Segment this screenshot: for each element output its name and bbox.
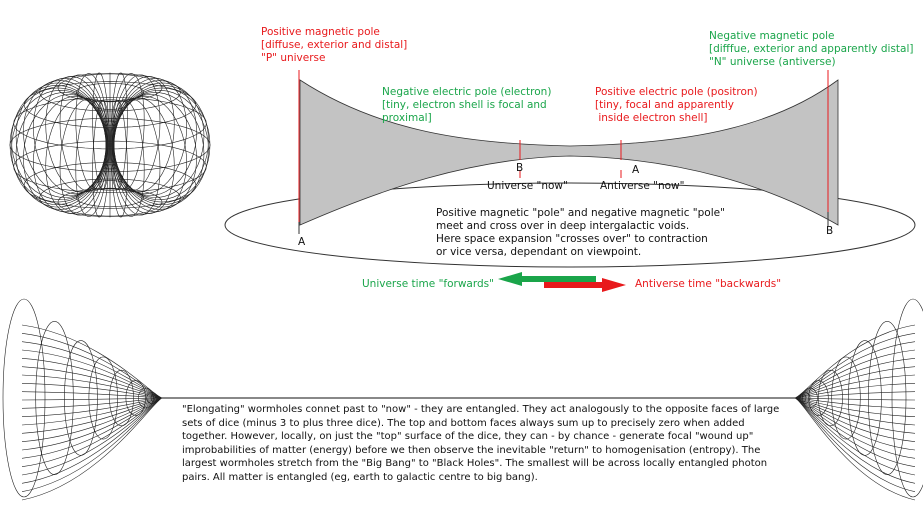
negative-electric-pole-label: Negative electric pole (electron) [tiny,…: [382, 86, 552, 124]
crossover-description: Positive magnetic "pole" and negative ma…: [436, 207, 725, 258]
throat-line: [794, 324, 916, 399]
torus-parallel: [91, 180, 129, 191]
throat-ring: [891, 298, 923, 498]
point-a-right-label: A: [632, 164, 640, 176]
wormhole-description: "Elongating" wormholes connet past to "n…: [182, 404, 780, 483]
throat-line: [21, 397, 163, 476]
throat-ring: [868, 320, 907, 475]
throat-line: [794, 397, 916, 501]
throat-ring: [64, 340, 98, 456]
throat-line: [794, 397, 916, 467]
point-a-left-label: A: [298, 236, 306, 248]
throat-line: [794, 397, 916, 476]
throat-ring: [799, 392, 811, 404]
negative-magnetic-pole-label: Negative magnetic pole [difffue, exterio…: [709, 30, 914, 68]
torus-parallel: [57, 73, 163, 103]
throat-line: [794, 383, 916, 399]
wormhole-surface: [299, 79, 839, 226]
point-b-right-label: B: [826, 225, 834, 237]
throat-ring: [802, 387, 818, 409]
throat-line: [21, 397, 163, 401]
throat-line: [794, 397, 916, 401]
torus-parallel: [13, 97, 207, 150]
throat-ring: [848, 340, 882, 456]
universe-time-arrow: [498, 272, 596, 286]
throat-line: [794, 397, 916, 492]
throat-line: [794, 397, 916, 451]
torus-parallel: [101, 120, 118, 126]
throat-line: [794, 397, 916, 484]
antiverse-time-arrow: [544, 278, 626, 292]
point-b-left-label: B: [516, 162, 524, 174]
throat-ring: [138, 387, 154, 409]
throat-line: [21, 397, 163, 501]
torus-parallel: [76, 82, 144, 102]
wormhole-throat-right: [794, 298, 923, 501]
throat-ring: [88, 356, 118, 440]
throat-line: [21, 324, 163, 399]
universe-now-label: Universe "now": [487, 180, 568, 192]
torus-parallel: [101, 164, 118, 170]
crossover-ellipse: [224, 182, 916, 268]
torus-parallel: [105, 143, 115, 147]
positive-electric-pole-label: Positive electric pole (positron) [tiny,…: [595, 86, 758, 124]
torus-parallel: [9, 117, 211, 173]
throat-ring: [2, 298, 46, 498]
torus-parallel: [39, 73, 181, 112]
torus-parallel: [23, 162, 197, 209]
torus-parallel: [76, 188, 144, 208]
throat-line: [794, 349, 916, 399]
torus-wireframe: [9, 72, 211, 218]
antiverse-time-label: Antiverse time "backwards": [635, 278, 782, 290]
throat-ring: [831, 356, 861, 440]
throat-ring: [35, 320, 74, 475]
throat-ring: [808, 380, 829, 416]
throat-ring: [818, 369, 843, 427]
throat-ring: [125, 380, 146, 416]
antiverse-now-label: Antiverse "now": [600, 180, 685, 192]
throat-line: [21, 397, 163, 467]
throat-ring: [109, 369, 134, 427]
torus-parallel: [39, 178, 181, 217]
torus-parallel: [57, 187, 163, 217]
throat-line: [21, 397, 163, 492]
torus-parallel: [91, 99, 129, 110]
torus-parallel: [23, 81, 197, 128]
torus-parallel: [13, 140, 207, 193]
throat-line: [21, 397, 163, 484]
positive-magnetic-pole-label: Positive magnetic pole [diffuse, exterio…: [261, 26, 408, 64]
wormhole-throat-left: [2, 298, 163, 501]
universe-time-label: Universe time "forwards": [362, 278, 494, 290]
